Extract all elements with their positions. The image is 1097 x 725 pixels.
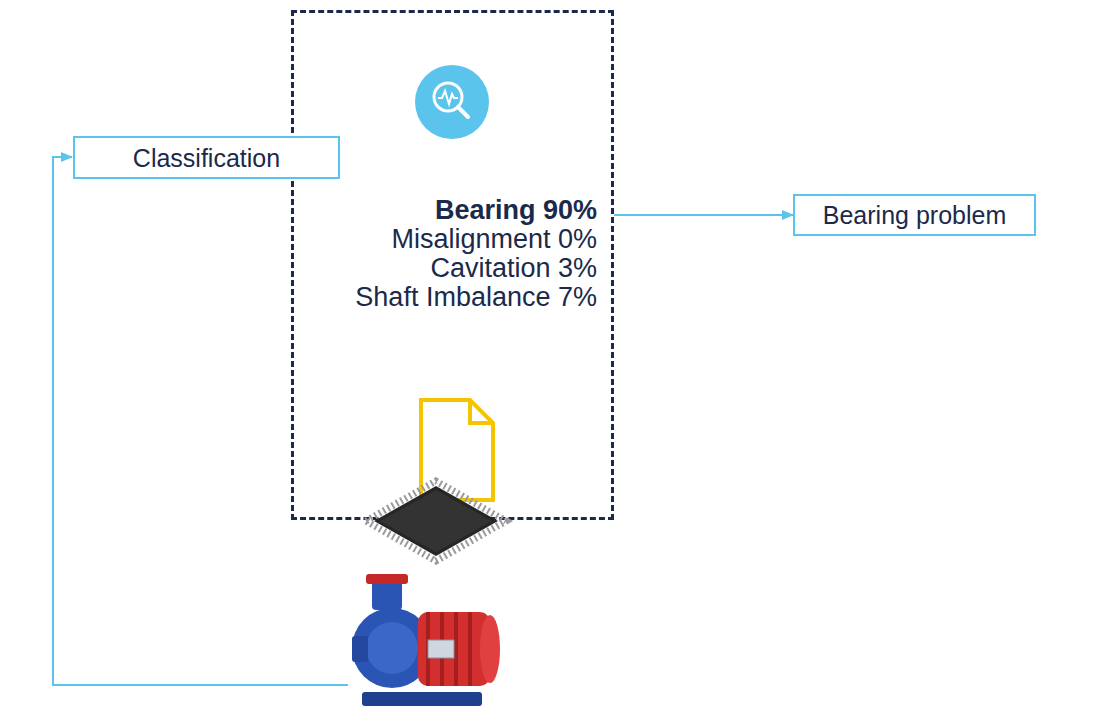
score-line: Shaft Imbalance 7%	[355, 283, 597, 312]
box-label: Bearing problem	[823, 200, 1006, 230]
device-panel: Bearing 90%Misalignment 0%Cavitation 3%S…	[291, 10, 614, 520]
pump-illustration	[352, 574, 500, 706]
score-line: Bearing 90%	[355, 196, 597, 225]
result-box: Bearing problem	[793, 194, 1036, 236]
leader-line	[53, 157, 348, 685]
stage-box: Classification	[73, 136, 340, 179]
score-line: Cavitation 3%	[355, 254, 597, 283]
score-line: Misalignment 0%	[355, 225, 597, 254]
box-label: Classification	[133, 143, 280, 173]
score-list: Bearing 90%Misalignment 0%Cavitation 3%S…	[355, 196, 597, 312]
result-arrow	[614, 214, 793, 216]
